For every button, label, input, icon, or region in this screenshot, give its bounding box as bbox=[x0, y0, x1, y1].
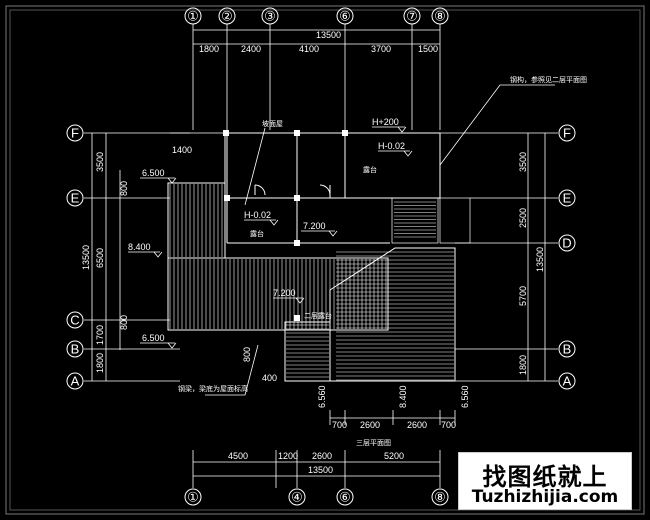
dim-6560-right: 6.560 bbox=[460, 385, 470, 408]
elev-8400: 8.400 bbox=[128, 242, 151, 252]
dim-right-3500: 3500 bbox=[518, 152, 528, 172]
stair-steps bbox=[394, 201, 436, 238]
top-axis-bubbles bbox=[184, 7, 449, 25]
watermark-cn-text: 找图纸就上 bbox=[482, 463, 608, 491]
site-watermark: 找图纸就上 Tuzhizhijia.com bbox=[458, 452, 632, 510]
dim-800-lower: 800 bbox=[242, 347, 252, 362]
dim-8400-bottom: 8.400 bbox=[398, 385, 408, 408]
dim-top-seg-2: 2400 bbox=[241, 44, 261, 54]
dim-left-6500: 6500 bbox=[95, 248, 105, 268]
dim-bottom-inner-2: 2600 bbox=[360, 420, 380, 430]
dim-bottom-seg-2: 1200 bbox=[278, 451, 298, 461]
lower-stair-outline bbox=[284, 321, 331, 382]
right-terrace-hatch bbox=[336, 251, 454, 381]
dim-1400: 1400 bbox=[172, 145, 192, 155]
dim-left-1700: 1700 bbox=[95, 325, 105, 345]
dim-bottom-seg-1: 4500 bbox=[228, 451, 248, 461]
axis-left-E: E bbox=[71, 191, 80, 206]
axis-top-6: ⑥ bbox=[339, 9, 351, 24]
dim-left-800: 800 bbox=[119, 181, 129, 196]
elev-h002-right: H-0.02 bbox=[378, 141, 405, 151]
dim-left-13500: 13500 bbox=[81, 245, 91, 270]
axis-left-B: B bbox=[71, 342, 80, 357]
room-second-floor-terrace: 二层露台 bbox=[304, 311, 332, 320]
elev-6500-lower: 6.500 bbox=[142, 333, 165, 343]
dim-6560-left: 6.560 bbox=[317, 385, 327, 408]
axis-right-F: F bbox=[563, 126, 571, 141]
elevation-marks bbox=[128, 126, 413, 349]
watermark-url-text: Tuzhizhijia.com bbox=[471, 487, 619, 507]
axis-top-7: ⑦ bbox=[406, 9, 418, 24]
elev-7200-upper: 7.200 bbox=[303, 221, 326, 231]
elev-7200-lower: 7.200 bbox=[273, 288, 296, 298]
bottom-axis-bubbles bbox=[184, 488, 449, 506]
axis-top-3: ③ bbox=[264, 9, 276, 24]
axis-top-8: ⑧ bbox=[434, 9, 446, 24]
left-terrace-outline bbox=[167, 182, 226, 259]
axis-bottom-6: ⑥ bbox=[339, 490, 351, 505]
border-inner bbox=[9, 9, 641, 511]
border-outer bbox=[5, 5, 645, 515]
note-slope-roof: 坡面屋 bbox=[262, 119, 283, 128]
note-steel-beam: 钢梁，梁底为屋面标高 bbox=[178, 384, 248, 393]
dim-right-13500: 13500 bbox=[535, 247, 545, 272]
dim-top-total: 13500 bbox=[316, 30, 341, 40]
axis-bottom-4: ④ bbox=[291, 490, 303, 505]
axis-right-A: A bbox=[563, 374, 572, 389]
dim-top-seg-1: 1800 bbox=[199, 44, 219, 54]
axis-left-A: A bbox=[71, 374, 80, 389]
axis-top-2: ② bbox=[221, 9, 233, 24]
note-steel-frame: 钢构，参照见二层平面图 bbox=[510, 75, 587, 84]
axis-top-1: ① bbox=[187, 9, 199, 24]
leader-lines bbox=[170, 84, 555, 396]
dim-bottom-total: 13500 bbox=[308, 465, 333, 475]
dim-bottom-inner-3: 2600 bbox=[407, 420, 427, 430]
axis-right-E: E bbox=[563, 191, 572, 206]
axis-bottom-1: ① bbox=[187, 490, 199, 505]
building-walls bbox=[224, 132, 441, 244]
dim-bottom-inner-1: 700 bbox=[332, 420, 347, 430]
axis-right-B: B bbox=[563, 342, 572, 357]
mid-terrace-hatch bbox=[169, 259, 387, 329]
elev-6500-upper: 6.500 bbox=[142, 168, 165, 178]
axis-right-D: D bbox=[562, 236, 571, 251]
elev-h200: H+200 bbox=[372, 117, 399, 127]
dim-right-5700: 5700 bbox=[518, 286, 528, 306]
dim-top-seg-3: 4100 bbox=[299, 44, 319, 54]
axis-left-C: C bbox=[70, 313, 79, 328]
top-dimensions bbox=[192, 24, 441, 130]
mid-terrace-outline bbox=[167, 257, 389, 331]
dim-bottom-inner-4: 700 bbox=[441, 420, 456, 430]
elev-h002-left: H-0.02 bbox=[244, 210, 271, 220]
left-terrace-hatch bbox=[169, 184, 223, 257]
dim-left-800b: 800 bbox=[119, 315, 129, 330]
dim-right-2500: 2500 bbox=[518, 208, 528, 228]
upper-right-stair bbox=[391, 197, 471, 244]
room-terrace-left: 露台 bbox=[250, 229, 264, 238]
dim-top-seg-4: 3700 bbox=[371, 44, 391, 54]
dim-top-seg-5: 1500 bbox=[418, 44, 438, 54]
dim-bottom-seg-3: 2600 bbox=[312, 451, 332, 461]
dim-left-1800: 1800 bbox=[95, 353, 105, 373]
right-axis-bubbles bbox=[558, 124, 576, 390]
right-dimensions bbox=[440, 132, 558, 382]
bottom-inner-dims bbox=[329, 410, 456, 425]
dim-left-3500: 3500 bbox=[95, 152, 105, 172]
columns bbox=[223, 130, 348, 321]
dim-right-1800: 1800 bbox=[518, 355, 528, 375]
left-axis-bubbles bbox=[66, 124, 84, 390]
axis-left-F: F bbox=[71, 126, 79, 141]
dim-400: 400 bbox=[262, 373, 277, 383]
drawing-title: 三层平面图 bbox=[356, 439, 391, 447]
lower-stair-hatch bbox=[286, 324, 329, 378]
room-terrace-upper: 露台 bbox=[363, 165, 377, 174]
dim-bottom-seg-4: 5200 bbox=[384, 451, 404, 461]
bottom-dimensions bbox=[192, 450, 441, 488]
axis-bottom-8: ⑧ bbox=[434, 490, 446, 505]
left-dimensions bbox=[84, 132, 225, 382]
